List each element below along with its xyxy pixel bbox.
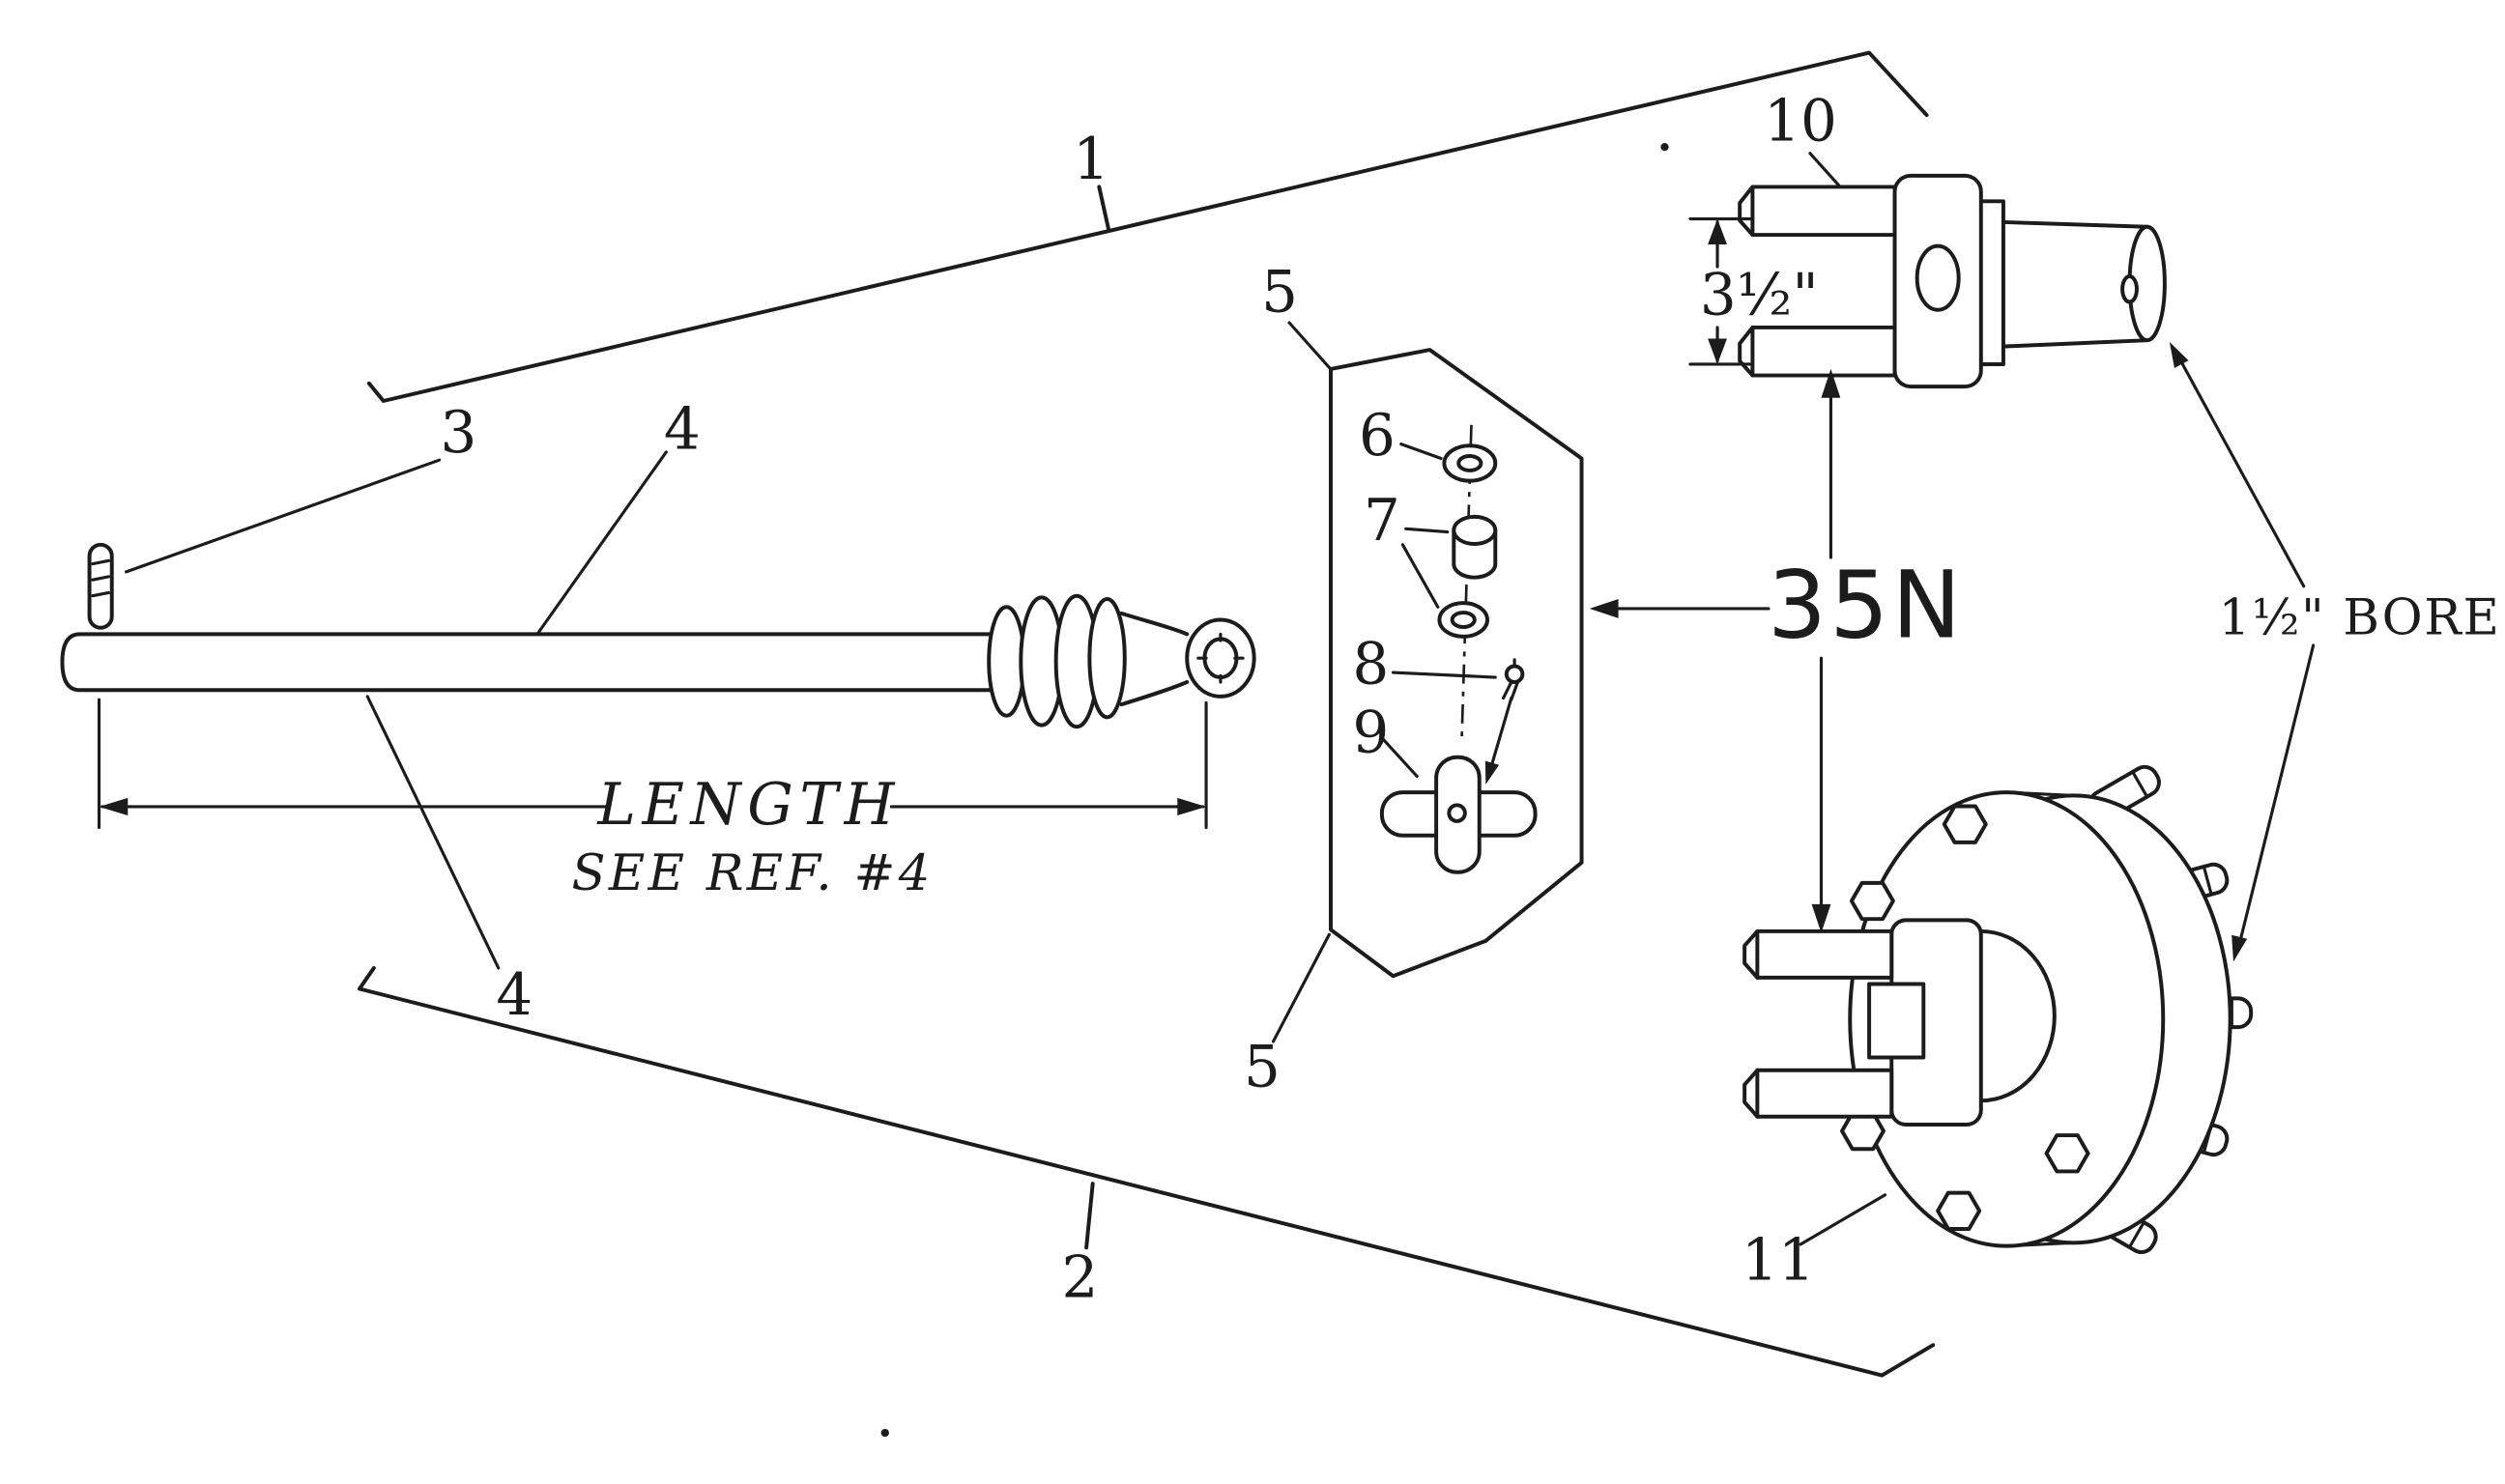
part-label-4-upper: 4: [664, 397, 701, 464]
yoke-height-label: 3½": [1700, 263, 1819, 329]
washer: [1399, 442, 1498, 483]
ink-speck: [1660, 142, 1669, 152]
part-label-5-upper: 5: [1261, 259, 1298, 326]
spline-coupler: [987, 593, 1190, 729]
bore-callout: 1½" BORE: [2169, 341, 2501, 962]
roll-pin: [87, 542, 114, 630]
part-number-labels: 1 2 3 4 4 5 5 6 7 8 9 10 11: [441, 88, 1837, 1311]
part-label-8: 8: [1352, 632, 1389, 699]
lower-yoke: [1742, 918, 1983, 1127]
model-label: 35N: [1768, 552, 1965, 660]
length-ref-label: SEE REF. #4: [571, 844, 933, 902]
part-label-10: 10: [1764, 88, 1837, 155]
yoke-height-dimension: 3½": [1688, 216, 1819, 366]
leader-line-part4-upper: [536, 450, 668, 635]
part-label-1: 1: [1073, 127, 1109, 193]
leader-line-part4-lower: [365, 695, 501, 970]
part-label-4-lower: 4: [496, 962, 533, 1029]
model-callout: 35N: [1589, 368, 1965, 933]
grease-fitting: [1391, 658, 1525, 785]
part-label-9: 9: [1352, 700, 1389, 767]
bearing-cup: [1400, 514, 1498, 639]
leader-line-part3: [125, 458, 442, 574]
leader-line-part11: [1799, 1193, 1887, 1246]
shaft-tube: [60, 632, 996, 693]
flange-assembly: [1742, 764, 2254, 1255]
part-label-3: 3: [441, 400, 477, 467]
detail-panel: [1271, 321, 1584, 1043]
part-label-7: 7: [1364, 488, 1400, 555]
u-joint-cross: [1379, 737, 1538, 874]
shaft-eye-end: [1185, 617, 1256, 699]
length-label: LENGTH: [596, 772, 901, 839]
boundary-outline: [357, 50, 1936, 1378]
part-label-5-lower: 5: [1244, 1034, 1281, 1100]
ink-speck: [880, 1428, 889, 1438]
bore-label: 1½" BORE: [2219, 588, 2501, 646]
upper-yoke-assembly: [1738, 152, 2167, 389]
flange-disc: [1839, 790, 2232, 1248]
length-dimension: LENGTH SEE REF. #4: [97, 698, 1208, 902]
part-label-2: 2: [1062, 1245, 1099, 1312]
part-label-6: 6: [1359, 403, 1396, 470]
part-label-11: 11: [1742, 1227, 1815, 1294]
